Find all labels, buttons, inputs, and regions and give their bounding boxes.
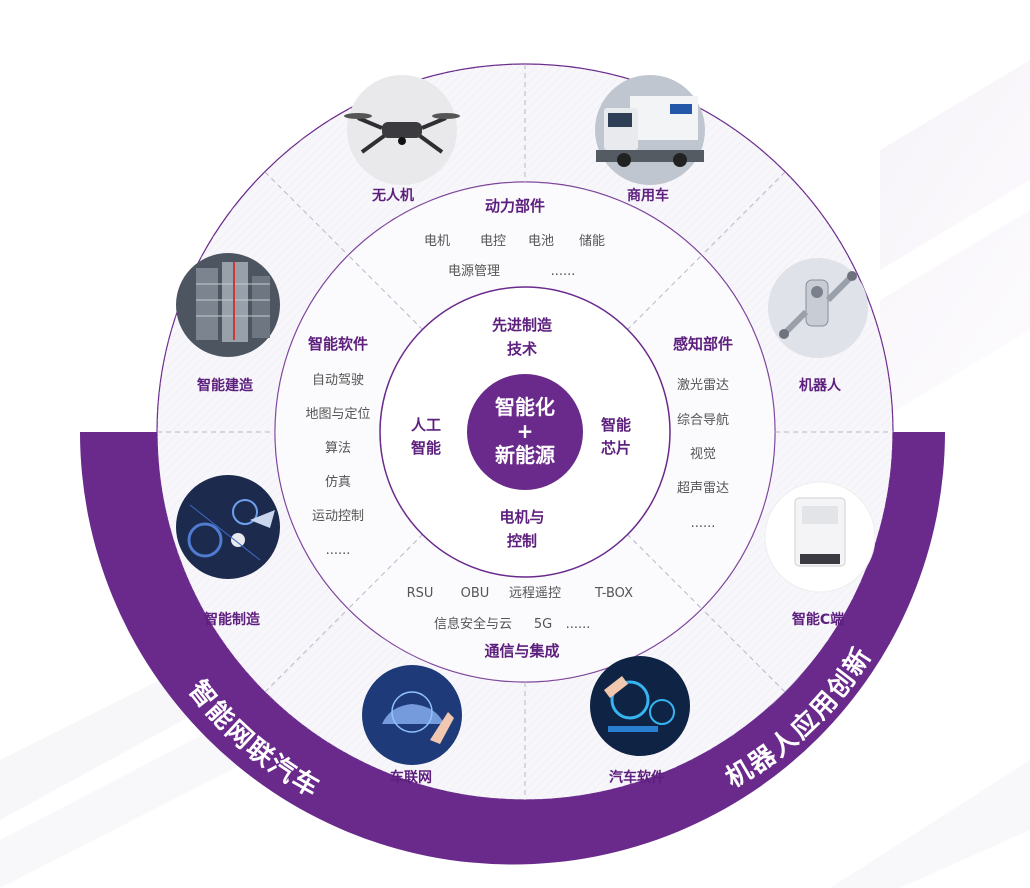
power-item: 储能 bbox=[579, 234, 605, 249]
building-photo-icon bbox=[176, 253, 280, 357]
inner-left-line2: 智能 bbox=[411, 439, 441, 457]
iov-label: 车联网 bbox=[390, 769, 432, 786]
robot-arm-photo-icon bbox=[768, 258, 868, 358]
comms-item: 远程遥控 bbox=[509, 586, 561, 601]
smart-factory-photo-icon bbox=[176, 475, 280, 579]
auto-software-label: 汽车软件 bbox=[609, 769, 665, 786]
software-item: 运动控制 bbox=[312, 509, 364, 524]
inner-top-line1: 先进制造 bbox=[492, 316, 552, 334]
drone-label: 无人机 bbox=[371, 187, 414, 204]
power-item: ...... bbox=[551, 264, 576, 279]
robot-vacuum-photo-icon bbox=[764, 481, 876, 593]
inner-ring-labels: 先进制造 技术 人工 智能 智能 芯片 电机与 控制 bbox=[411, 316, 631, 550]
software-item: 自动驾驶 bbox=[312, 373, 364, 388]
sensing-item: 综合导航 bbox=[677, 412, 729, 428]
sensing-title: 感知部件 bbox=[673, 335, 733, 353]
inner-left-line1: 人工 bbox=[411, 416, 441, 434]
car-network-photo-icon bbox=[362, 665, 462, 765]
sensing-item: 激光雷达 bbox=[677, 378, 729, 393]
smart-software-section: 智能软件 自动驾驶 地图与定位 算法 仿真 运动控制 ...... bbox=[305, 335, 370, 558]
software-item: 算法 bbox=[325, 441, 351, 456]
power-title: 动力部件 bbox=[485, 197, 545, 215]
software-item: 仿真 bbox=[325, 475, 351, 490]
comms-item: OBU bbox=[461, 586, 490, 601]
comms-item: ...... bbox=[566, 617, 591, 632]
comms-item: RSU bbox=[407, 586, 434, 601]
comms-item: 5G bbox=[534, 617, 552, 632]
background-decoration bbox=[0, 60, 1030, 888]
inner-bottom-line1: 电机与 bbox=[499, 508, 544, 526]
comms-title: 通信与集成 bbox=[484, 642, 559, 660]
inner-right-line1: 智能 bbox=[601, 416, 631, 434]
comms-integration-section: RSU OBU 远程遥控 T-BOX 信息安全与云 5G ...... 通信与集… bbox=[407, 586, 633, 660]
inner-top-line2: 技术 bbox=[507, 340, 537, 358]
bottom-purple-band bbox=[80, 432, 945, 865]
center-circle bbox=[467, 374, 583, 490]
inner-right-line2: 芯片 bbox=[601, 439, 631, 457]
sensing-item: ...... bbox=[691, 516, 716, 531]
inner-bottom-line2: 控制 bbox=[507, 532, 537, 550]
software-title: 智能软件 bbox=[308, 335, 368, 353]
comms-item: 信息安全与云 bbox=[434, 616, 512, 632]
comms-item: T-BOX bbox=[594, 586, 633, 601]
power-item: 电源管理 bbox=[448, 264, 500, 279]
sensing-item: 视觉 bbox=[690, 447, 716, 462]
sensing-item: 超声雷达 bbox=[677, 481, 729, 496]
truck-label: 商用车 bbox=[627, 187, 669, 204]
drone-photo-icon bbox=[344, 75, 460, 185]
software-item: 地图与定位 bbox=[305, 407, 370, 422]
robot-label: 机器人 bbox=[799, 377, 842, 394]
outer-ring-labels: 无人机 商用车 机器人 智能建造 智能制造 智能C端 车联网 汽车软件 bbox=[196, 187, 844, 786]
truck-photo-icon bbox=[595, 75, 705, 185]
center-line1: 智能化 bbox=[495, 395, 555, 419]
power-parts-section: 动力部件 电机 电控 电池 储能 电源管理 ...... bbox=[424, 197, 605, 279]
car-dashboard-photo-icon bbox=[590, 656, 690, 756]
construction-label: 智能建造 bbox=[196, 377, 253, 394]
ring-dividers bbox=[157, 64, 893, 800]
consumer-label: 智能C端 bbox=[791, 611, 844, 628]
sensing-parts-section: 感知部件 激光雷达 综合导航 视觉 超声雷达 ...... bbox=[673, 335, 733, 531]
power-item: 电控 bbox=[480, 234, 506, 249]
center-plus: + bbox=[517, 419, 534, 443]
power-item: 电机 bbox=[424, 234, 450, 249]
center-line2: 新能源 bbox=[495, 443, 555, 467]
manufacturing-label: 智能制造 bbox=[203, 611, 260, 628]
software-item: ...... bbox=[326, 543, 351, 558]
power-item: 电池 bbox=[528, 234, 554, 249]
